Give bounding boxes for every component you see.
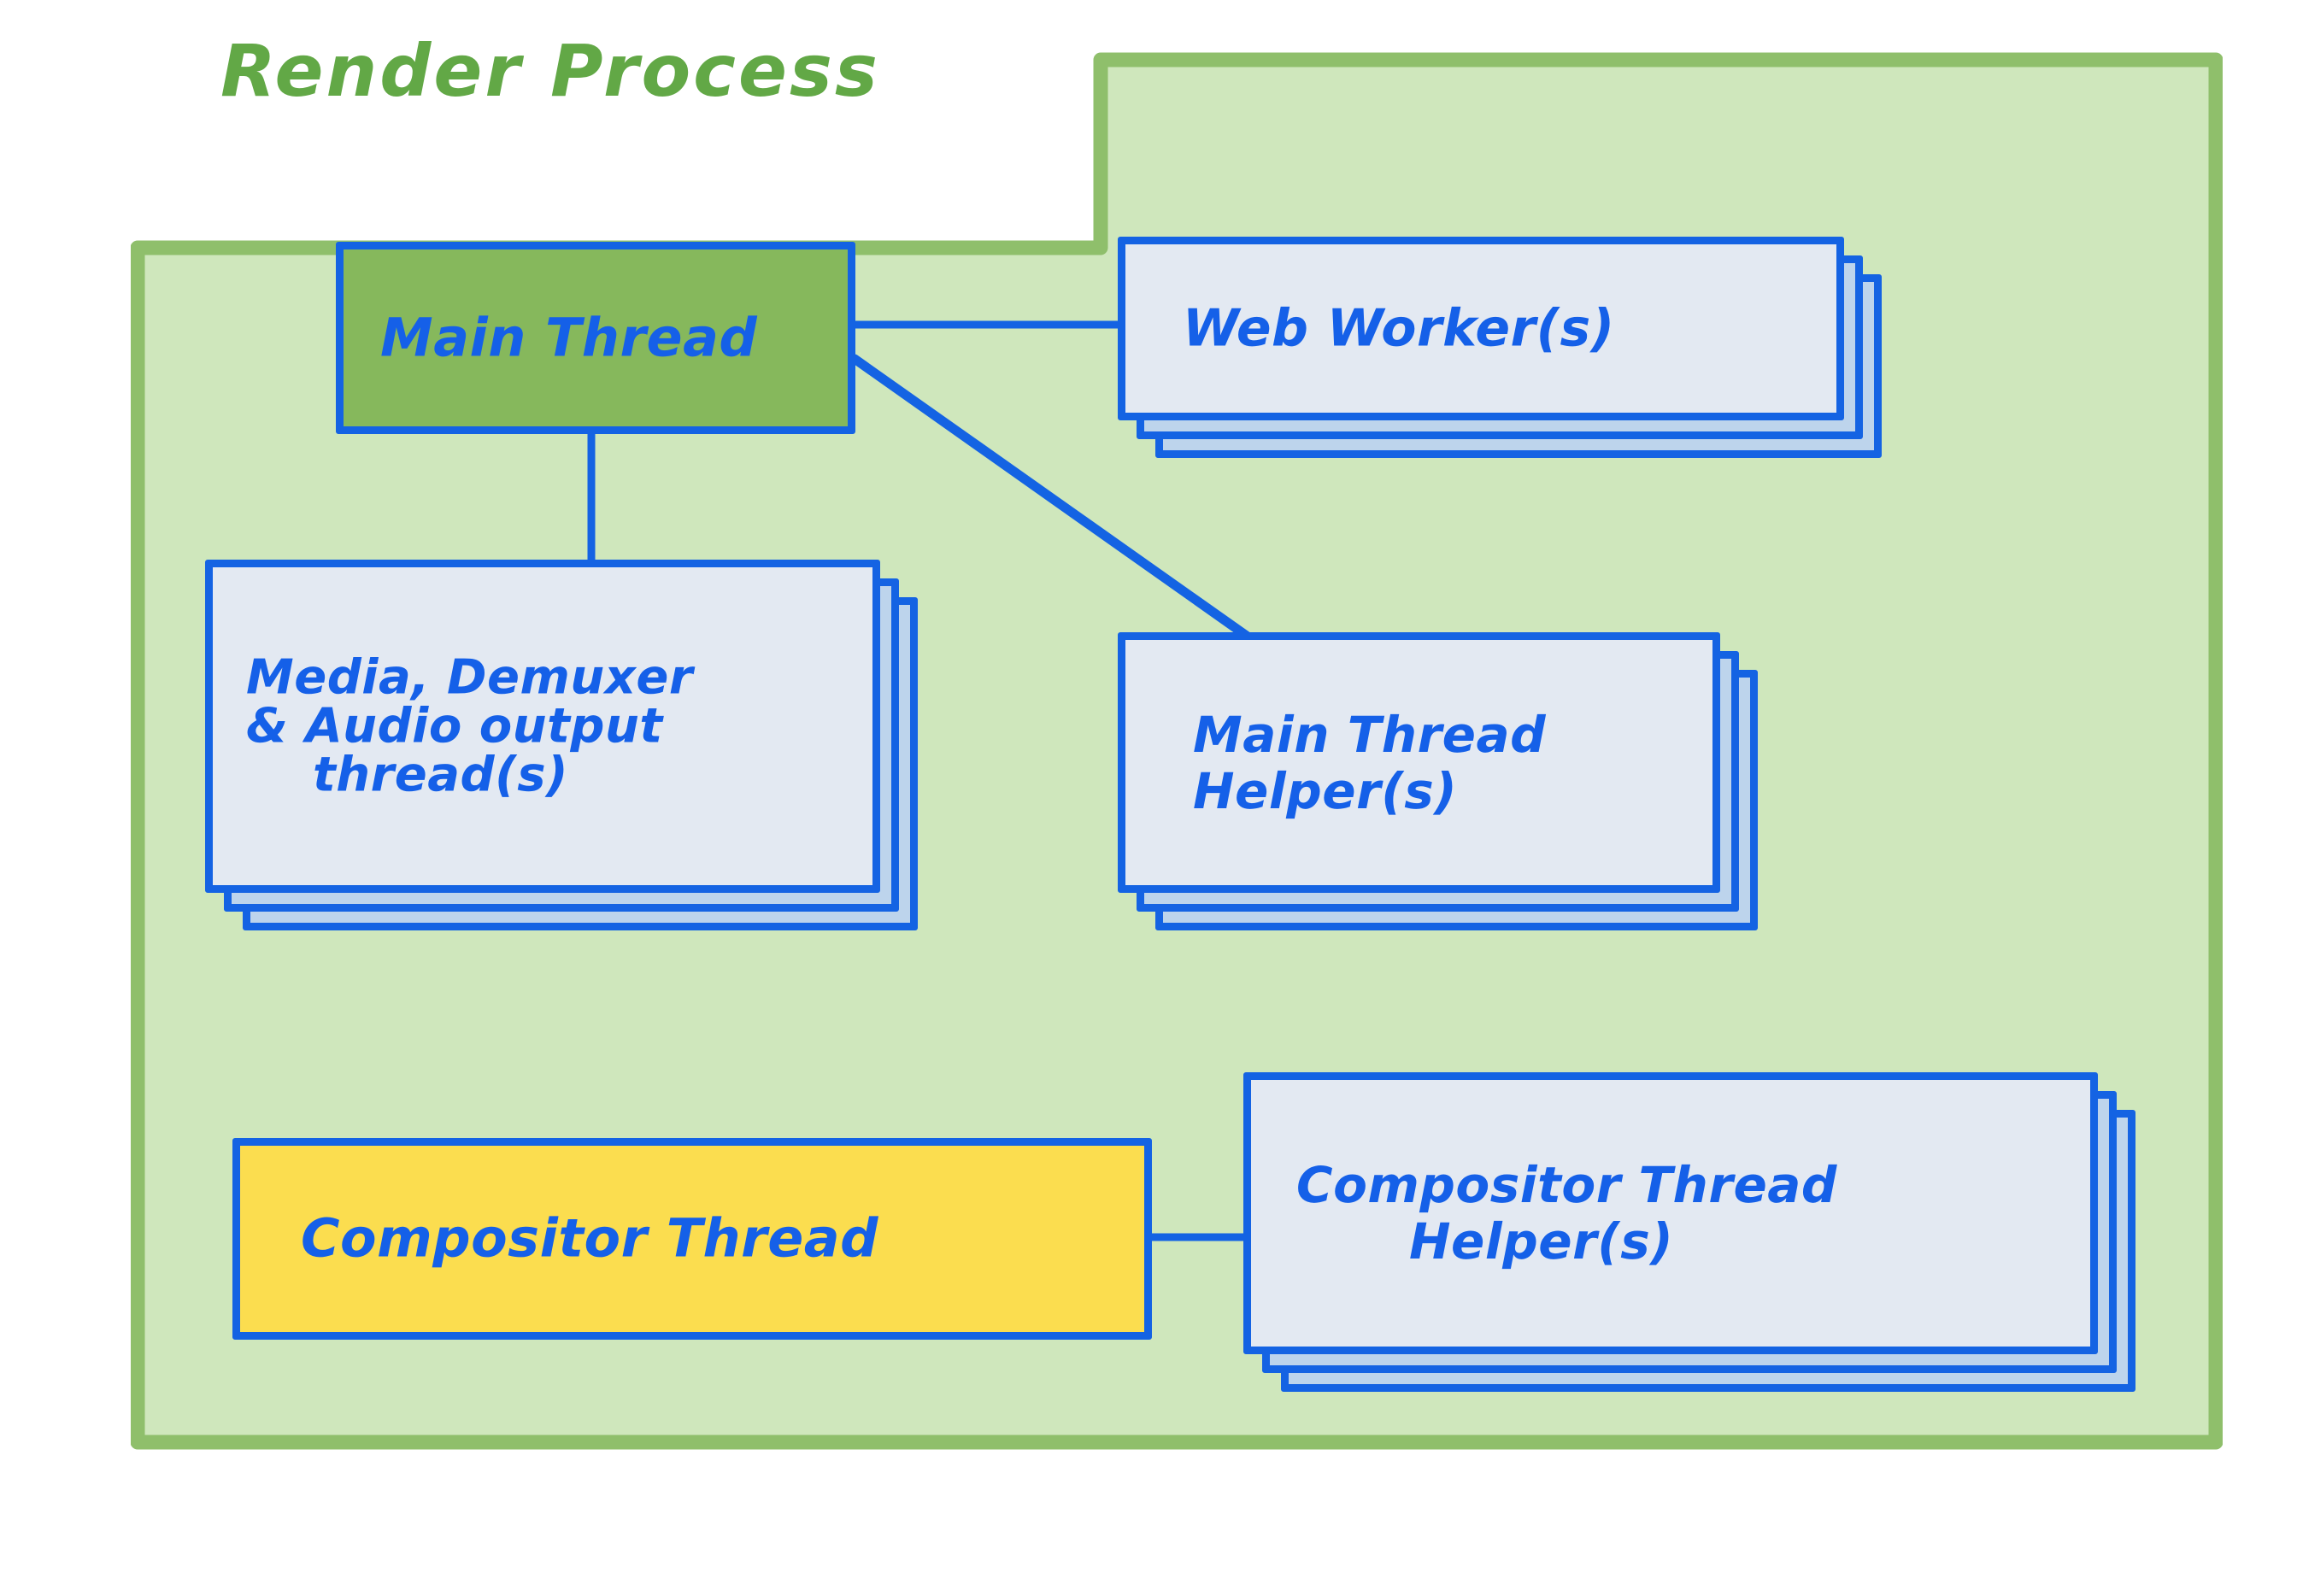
main-thread-helper-surface [1118,632,1720,893]
node-main-thread-helper[interactable]: Main Thread Helper(s) [1118,632,1758,930]
main-thread-label: Main Thread [380,306,758,369]
node-web-worker[interactable]: Web Worker(s) [1118,237,1882,458]
main-thread-helper-label: Main Thread Helper(s) [1193,705,1547,820]
web-worker-label: Web Worker(s) [1183,298,1615,359]
web-worker-surface [1118,237,1844,420]
compositor-thread-helper-surface [1243,1072,2098,1354]
node-compositor-thread[interactable]: Compositor Thread [232,1138,1152,1340]
compositor-thread-surface [232,1138,1152,1340]
compositor-thread-helper-label: Compositor Thread Helper(s) [1296,1155,1837,1270]
main-thread-surface [336,242,855,434]
node-compositor-thread-helper[interactable]: Compositor Thread Helper(s) [1243,1072,2135,1392]
node-main-thread[interactable]: Main Thread [336,242,855,434]
node-media-demuxer-audio-output-thread[interactable]: Media, Demuxer & Audio output thread(s) [205,560,918,930]
media-demuxer-surface [205,560,880,893]
compositor-thread-label: Compositor Thread [301,1206,878,1270]
page-title: Render Process [220,29,880,113]
media-demuxer-label: Media, Demuxer & Audio output thread(s) [246,649,693,803]
